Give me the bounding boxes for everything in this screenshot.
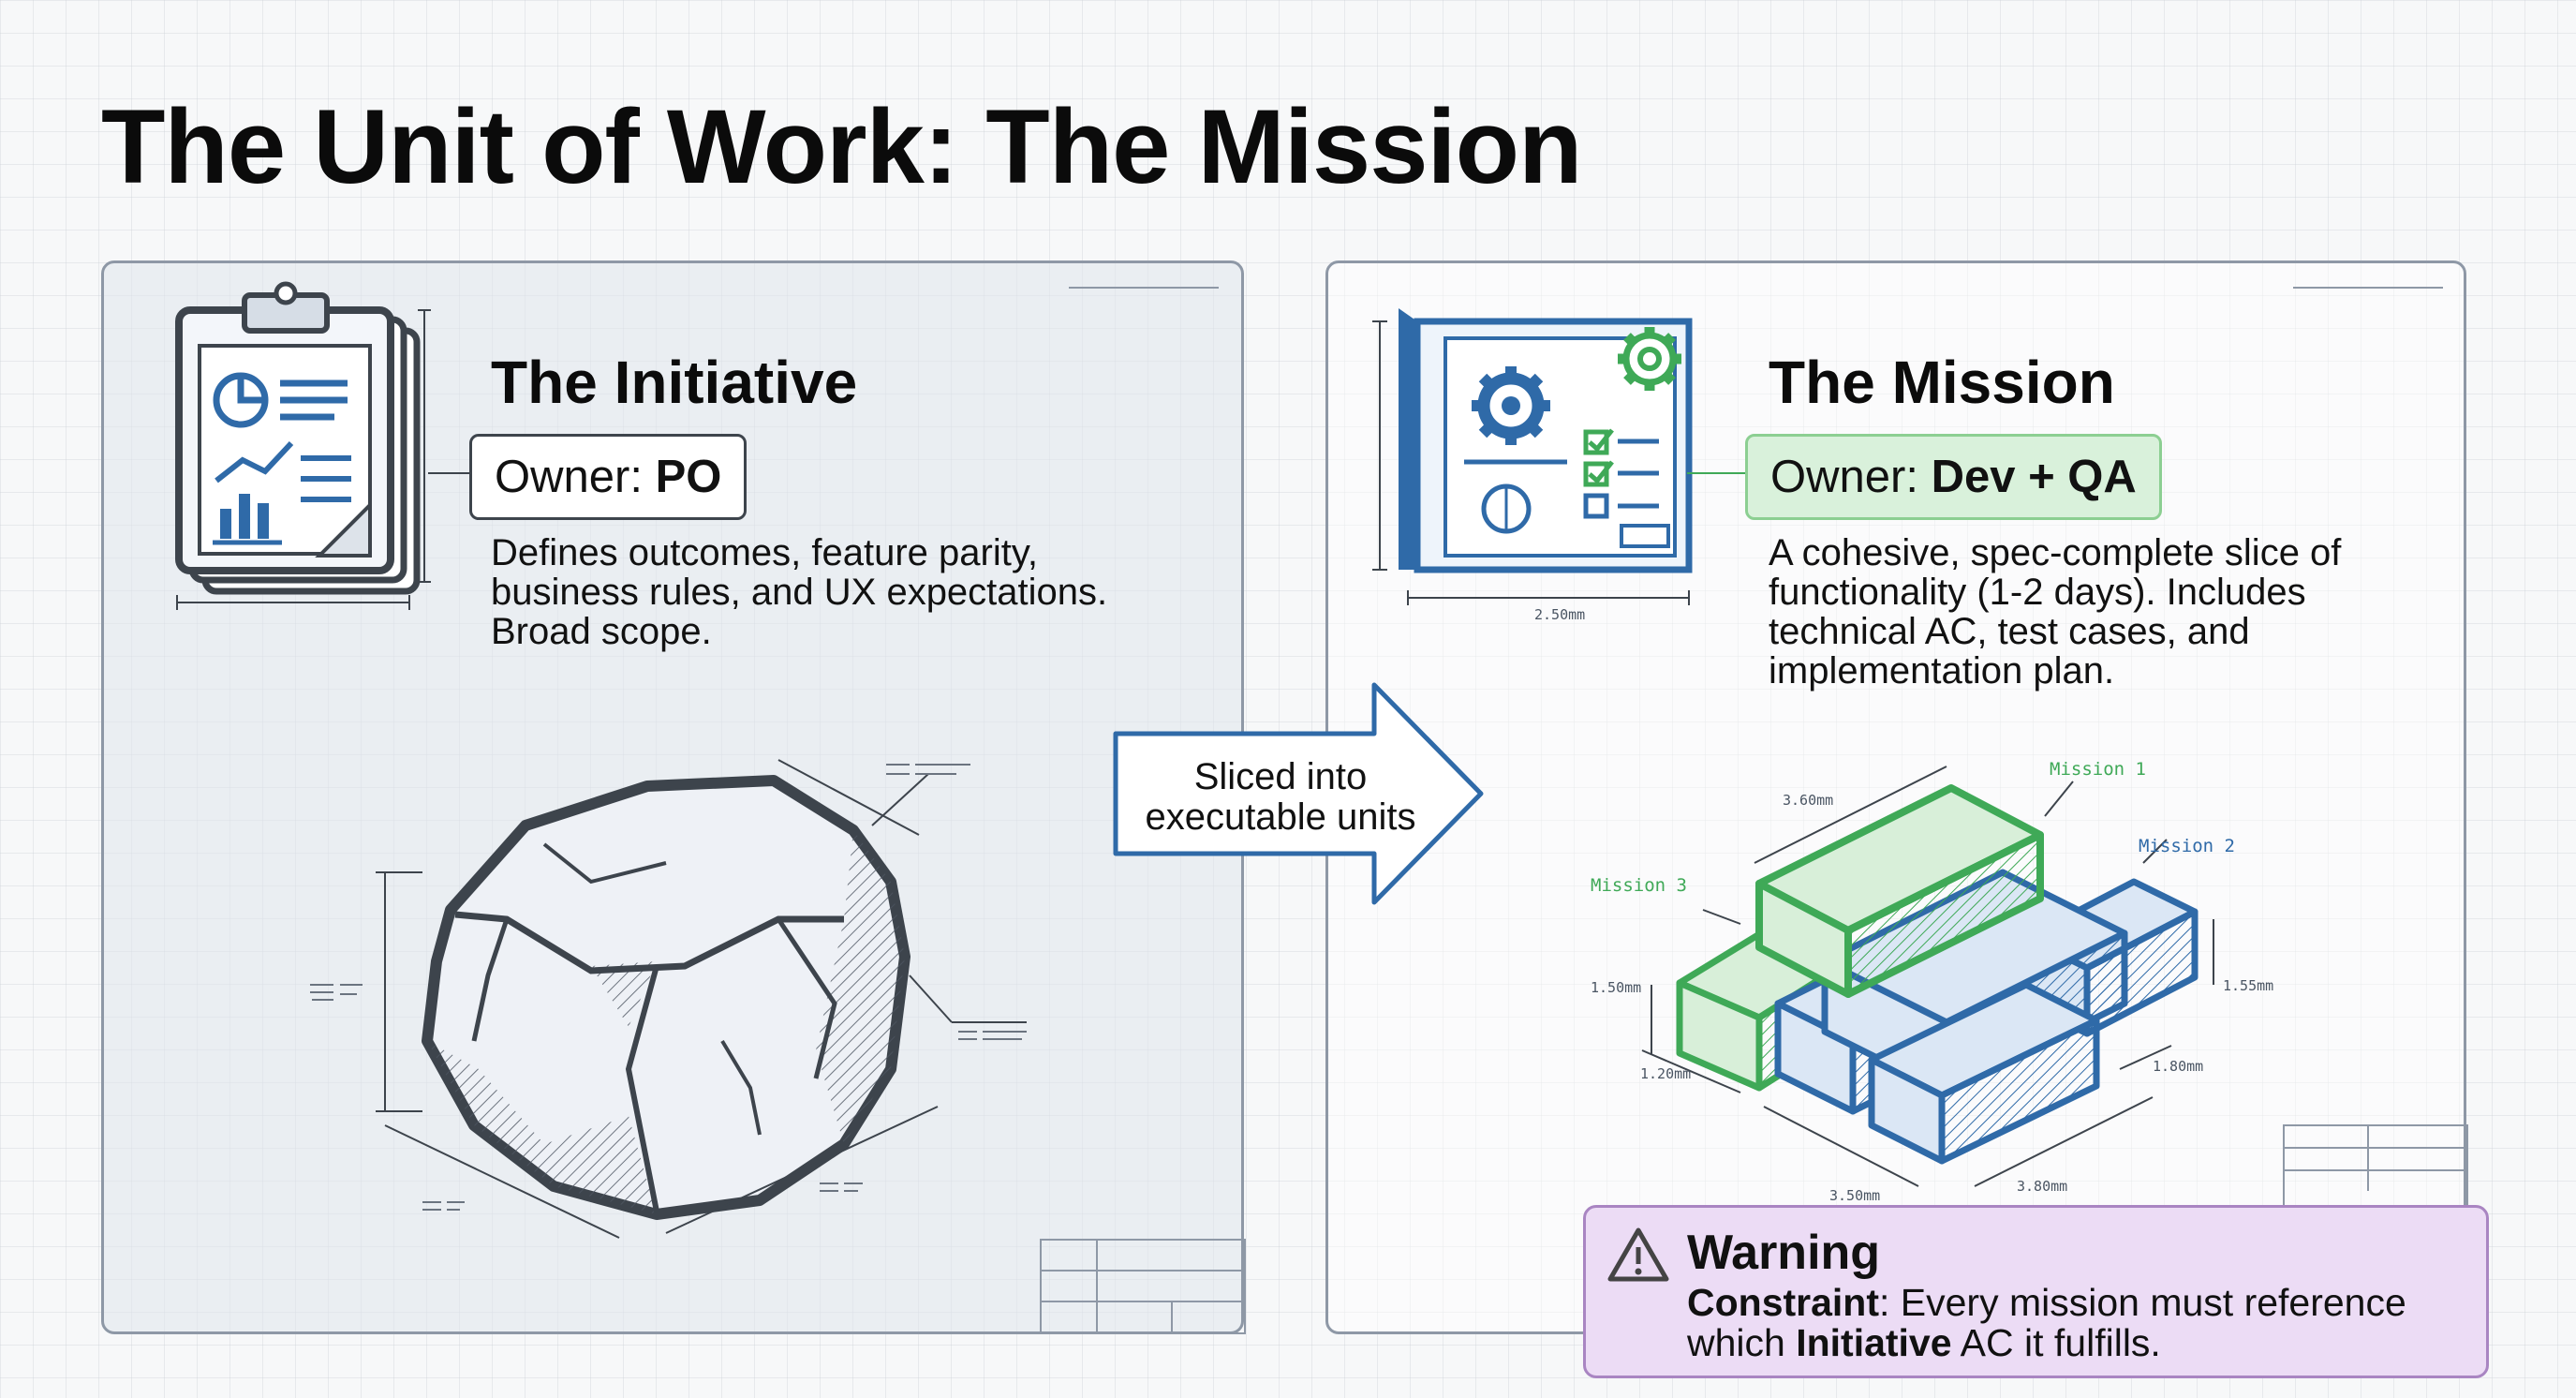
initiative-owner-badge: Owner: PO [469,434,748,520]
blueprint-gears-icon: 2.50mm [1372,308,1693,623]
mission-panel: 2.50mm [1325,260,2468,1334]
warning-text: Constraint: Every mission must reference… [1687,1283,2474,1363]
dimension-bottom-right: 3.80mm [2017,1178,2067,1195]
boulder-illustration [310,759,1027,1239]
initiative-illustration [175,281,1246,1334]
dimension-front-left: 1.20mm [1640,1065,1691,1082]
dimension-bottom-left: 3.50mm [1829,1187,1880,1204]
transition-label: Sliced into executable units [1145,756,1416,838]
warning-callout: Warning Constraint: Every mission must r… [1583,1205,2489,1378]
dimension-top: 3.60mm [1783,792,1833,809]
mission-owner-badge: Owner: Dev + QA [1745,434,2162,520]
owner-value: PO [655,452,722,502]
warning-bold-initiative: Initiative [1796,1321,1952,1364]
mission-blue-block-front [1868,981,2100,1165]
initiative-heading: The Initiative [491,349,858,416]
warning-title: Warning [1687,1226,1881,1280]
dimension-left-height: 1.50mm [1591,979,1641,996]
page-title: The Unit of Work: The Mission [101,88,1582,205]
mission-illustration: 2.50mm [1372,287,2468,1229]
owner-value: Dev + QA [1931,452,2137,502]
warning-triangle-icon [1607,1227,1669,1282]
mission-1-block [1755,784,2044,998]
dimension-right-height: 1.55mm [2223,977,2273,994]
mission-1-label: Mission 1 [2050,759,2146,780]
warning-bold-constraint: Constraint [1687,1281,1879,1324]
warning-text-part-2: AC it fulfills. [1951,1321,2161,1364]
dimension-label: 2.50mm [1534,606,1585,623]
drawing-title-block [2283,287,2468,1229]
mission-blocks-illustration: Mission 1 Mission 2 Mission 3 3.60mm 1.5… [1591,759,2273,1204]
warning-text-part-1: : Every mission must reference which [1687,1281,2406,1364]
mission-3-label: Mission 3 [1591,875,1687,896]
owner-label: Owner: [495,452,656,502]
dimension-front-right: 1.80mm [2153,1058,2203,1075]
mission-2-label: Mission 2 [2139,836,2235,856]
initiative-description: Defines outcomes, feature parity, busine… [491,532,1108,652]
drawing-title-block [1040,287,1246,1334]
clipboard-report-icon [175,281,431,610]
mission-heading: The Mission [1769,349,2115,416]
owner-label: Owner: [1770,452,1932,502]
mission-description: A cohesive, spec-complete slice of funct… [1769,532,2342,692]
arrow-right-icon [1113,682,1484,905]
initiative-panel: The Initiative Owner: PO Defines outcome… [101,260,1246,1334]
